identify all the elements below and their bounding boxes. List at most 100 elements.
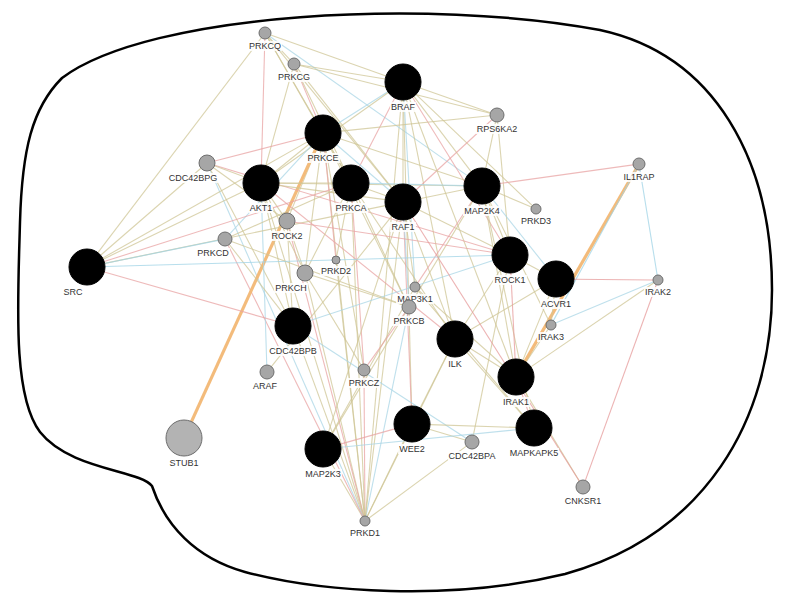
gene-circle-shape	[332, 256, 340, 264]
gene-node: PRKCD	[194, 231, 256, 259]
interaction-line	[553, 169, 636, 320]
gene-circle-shape	[464, 168, 500, 204]
gene-circle	[68, 248, 106, 286]
gene-node: CDC42BPG	[166, 154, 249, 184]
gene-circle	[304, 430, 342, 468]
gene-circle	[296, 264, 314, 282]
gene-label: ROCK2	[270, 231, 303, 241]
gene-circle-shape	[385, 64, 421, 100]
interaction-line	[289, 229, 364, 516]
interaction-line	[341, 430, 516, 447]
gene-label: SRC	[62, 287, 83, 297]
gene-label: PRKD1	[349, 528, 381, 538]
interaction-line	[332, 201, 472, 433]
interaction-line	[341, 116, 490, 131]
gene-circle-shape	[437, 321, 473, 357]
gene-circle	[463, 167, 501, 205]
gene-label: MAP2K3	[304, 469, 342, 479]
gene-node: ARAF	[250, 364, 284, 392]
gene-circle-shape	[305, 115, 341, 151]
gene-label: CNKSR1	[564, 496, 603, 506]
brain-outline-path	[18, 14, 772, 592]
interaction-line	[313, 275, 403, 304]
gene-circle-shape	[465, 435, 479, 449]
interaction-line	[266, 200, 363, 516]
interaction-line	[420, 355, 447, 408]
interaction-line	[104, 188, 334, 261]
interaction-line	[500, 165, 633, 184]
gene-label: PRKCE	[306, 153, 339, 163]
gene-node: ILK	[436, 320, 474, 370]
gene-label: ACVR1	[540, 299, 572, 309]
gene-circle	[258, 26, 272, 40]
gene-circle	[287, 57, 301, 71]
gene-circle	[575, 479, 591, 495]
gene-circle-shape	[576, 480, 590, 494]
interaction-line	[640, 170, 657, 275]
gene-circle	[409, 281, 421, 293]
interaction-line	[430, 425, 516, 428]
gene-circle	[632, 157, 646, 171]
gene-circle	[274, 307, 312, 345]
gene-circle-shape	[333, 165, 369, 201]
interaction-line	[421, 190, 465, 199]
gene-label: STUB1	[168, 458, 199, 468]
interaction-line	[269, 38, 392, 188]
gene-circle-shape	[275, 308, 311, 344]
gene-circle	[304, 114, 342, 152]
gene-circle-shape	[199, 155, 215, 171]
interaction-line	[214, 166, 244, 177]
gene-circle-shape	[360, 516, 370, 526]
gene-label: PRKCZ	[348, 378, 381, 388]
gene-circle	[217, 231, 233, 247]
gene-circle-shape	[358, 364, 370, 376]
gene-circle	[278, 212, 296, 230]
interaction-line	[413, 217, 580, 481]
gene-circle	[393, 405, 431, 443]
interaction-line	[329, 219, 398, 432]
gene-circle-shape	[546, 320, 556, 330]
interaction-line	[275, 144, 309, 171]
gene-circle-shape	[288, 58, 300, 70]
gene-circle	[198, 154, 216, 172]
gene-circle-shape	[394, 406, 430, 442]
gene-node: IL1RAP	[620, 157, 657, 183]
interaction-line	[368, 189, 386, 196]
gene-circle	[545, 319, 557, 331]
gene-circle-shape	[531, 204, 541, 214]
gene-circle-shape	[305, 431, 341, 467]
gene-label: PRKD3	[520, 216, 552, 226]
gene-node: ROCK1	[491, 236, 529, 286]
gene-circle	[259, 364, 275, 380]
gene-node: PRKD1	[347, 515, 383, 539]
gene-label: PRKD2	[320, 266, 352, 276]
gene-circle	[332, 164, 370, 202]
gene-node: ROCK2	[268, 212, 305, 242]
gene-node: IRAK3	[535, 319, 567, 343]
gene-circle-shape	[297, 265, 313, 281]
gene-circle	[497, 358, 535, 396]
gene-node: MAPKAPK5	[507, 409, 562, 459]
gene-label: IRAK2	[644, 287, 672, 297]
gene-node: MAP2K3	[302, 430, 344, 480]
gene-label: CDC42BPG	[168, 173, 219, 183]
gene-circle-shape	[279, 213, 295, 229]
gene-node: PRKCQ	[246, 26, 284, 52]
interaction-line	[210, 170, 363, 516]
gene-circle-shape	[260, 365, 274, 379]
gene-node: WEE2	[393, 405, 431, 455]
gene-label: RPS6KA2	[476, 124, 519, 134]
gene-node: PRKCG	[275, 57, 313, 83]
gene-label: MAP3K1	[396, 294, 434, 304]
interaction-line	[352, 201, 365, 516]
gene-label: PRKCQ	[248, 41, 282, 51]
interaction-line	[279, 183, 464, 186]
interaction-line	[574, 279, 653, 281]
gene-circle	[491, 236, 529, 274]
gene-node: PRKCH	[272, 264, 338, 294]
gene-circle	[515, 409, 553, 447]
interaction-line	[261, 39, 264, 165]
gene-node: BRAF	[384, 63, 422, 113]
interaction-line	[416, 94, 532, 205]
